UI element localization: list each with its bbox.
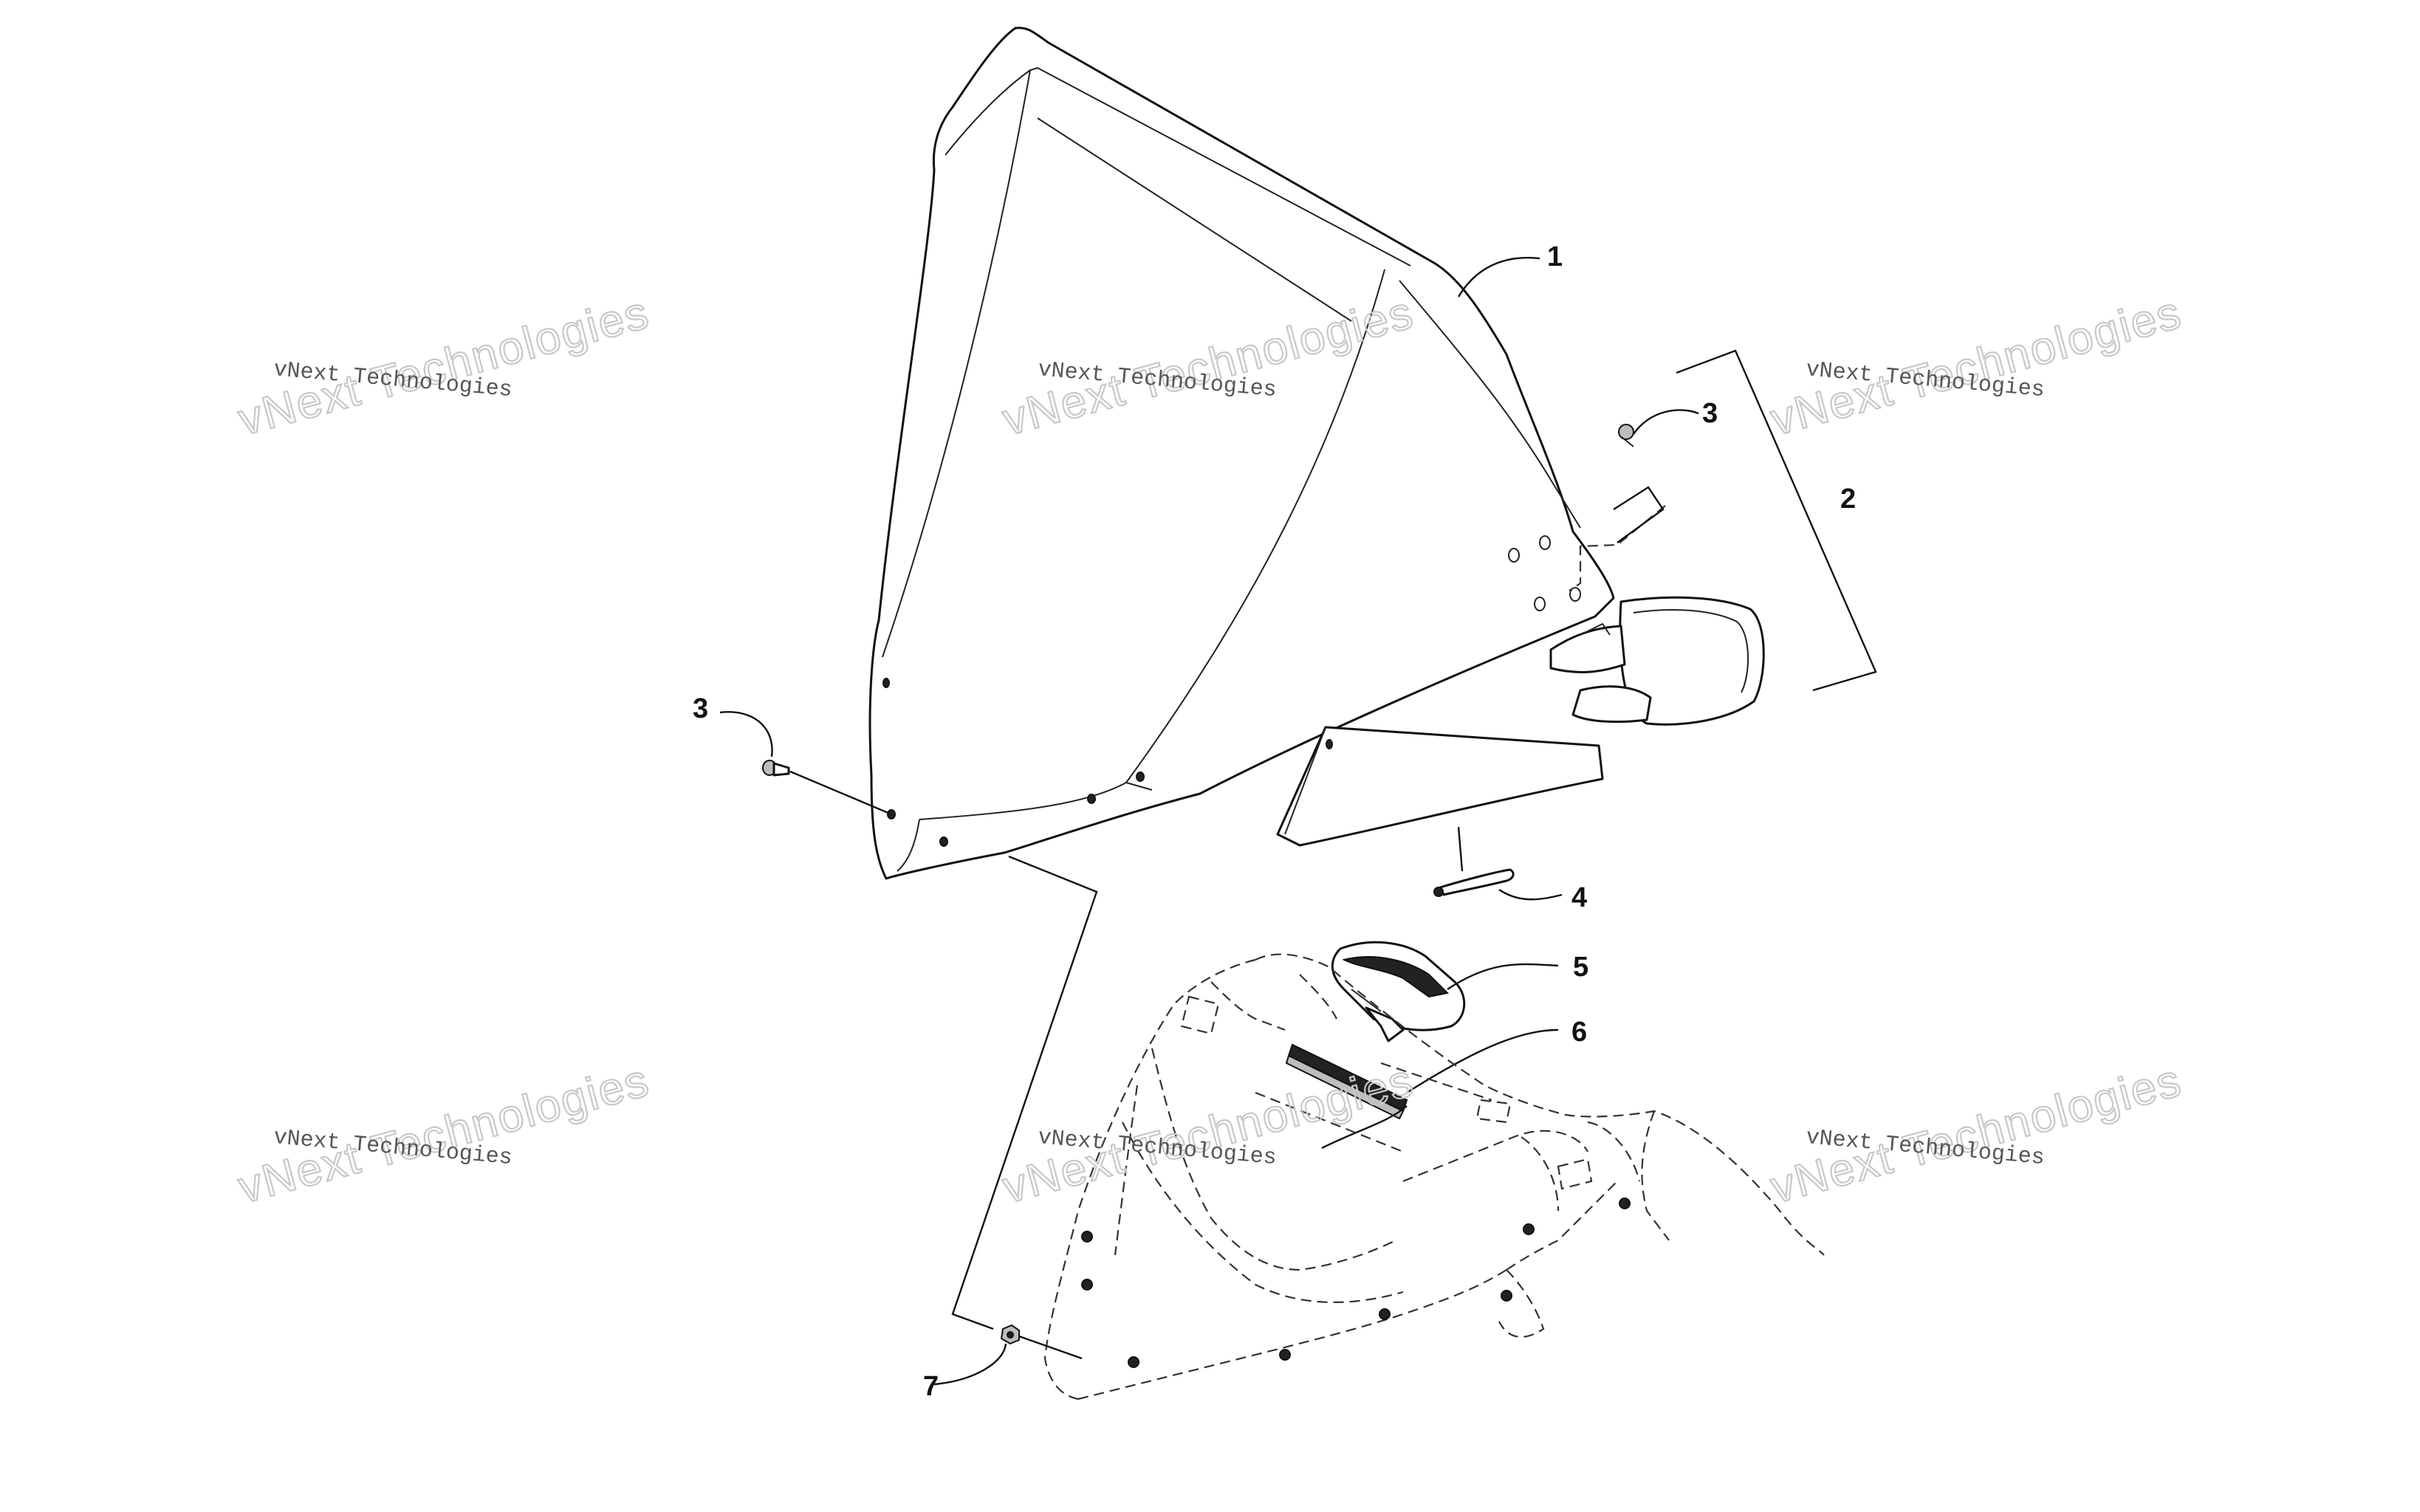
leader-curve-4 xyxy=(1498,889,1563,901)
nut-part-7 xyxy=(1000,1324,1020,1345)
hood-reference-dashed xyxy=(1043,953,1825,1401)
callout-3-left: 3 xyxy=(693,693,708,724)
watermark-bottom-left: vNext Technologies vNext Technologies xyxy=(233,1054,656,1214)
leader-curve-7 xyxy=(933,1343,1007,1386)
leader-line-3-right xyxy=(1633,409,1699,435)
callout-6: 6 xyxy=(1571,1017,1587,1048)
watermark-top-right: vNext Technologies vNext Technologies xyxy=(1765,286,2188,447)
leader-curve-5 xyxy=(1447,963,1559,990)
pin-part-4 xyxy=(1433,868,1515,897)
leader-curve-3-left xyxy=(719,711,773,757)
windshield-part-1 xyxy=(868,27,1615,880)
mirror-part-2 xyxy=(1549,596,1765,726)
leader-curve-6 xyxy=(1406,1028,1559,1094)
screw-part-3-left xyxy=(762,760,790,777)
callout-4: 4 xyxy=(1571,882,1587,913)
seal-part-6 xyxy=(1285,1043,1408,1120)
watermark-bottom-right: vNext Technologies vNext Technologies xyxy=(1765,1054,2188,1214)
leader-curve-1 xyxy=(1457,256,1540,298)
callout-2: 2 xyxy=(1840,484,1856,515)
leader-mount-right xyxy=(1613,486,1665,543)
leader-curve-6b xyxy=(1321,1105,1408,1150)
callout-1: 1 xyxy=(1547,241,1563,272)
callout-5: 5 xyxy=(1573,952,1588,983)
gauge-part-5 xyxy=(1331,941,1466,1042)
screw-part-3-right xyxy=(1618,424,1634,447)
callout-3-right: 3 xyxy=(1702,398,1718,429)
bracket-part-2 xyxy=(1676,349,1877,692)
watermark-bottom-center: vNext Technologies vNext Technologies xyxy=(997,1054,1420,1214)
leader-line-7 xyxy=(1018,1335,1083,1360)
leader-line-4 xyxy=(1457,826,1464,872)
watermark-top-left: vNext Technologies vNext Technologies xyxy=(233,286,656,447)
leader-line-3-left xyxy=(789,770,891,815)
callout-7: 7 xyxy=(923,1371,939,1402)
bracket-line-7 xyxy=(951,855,1098,1330)
